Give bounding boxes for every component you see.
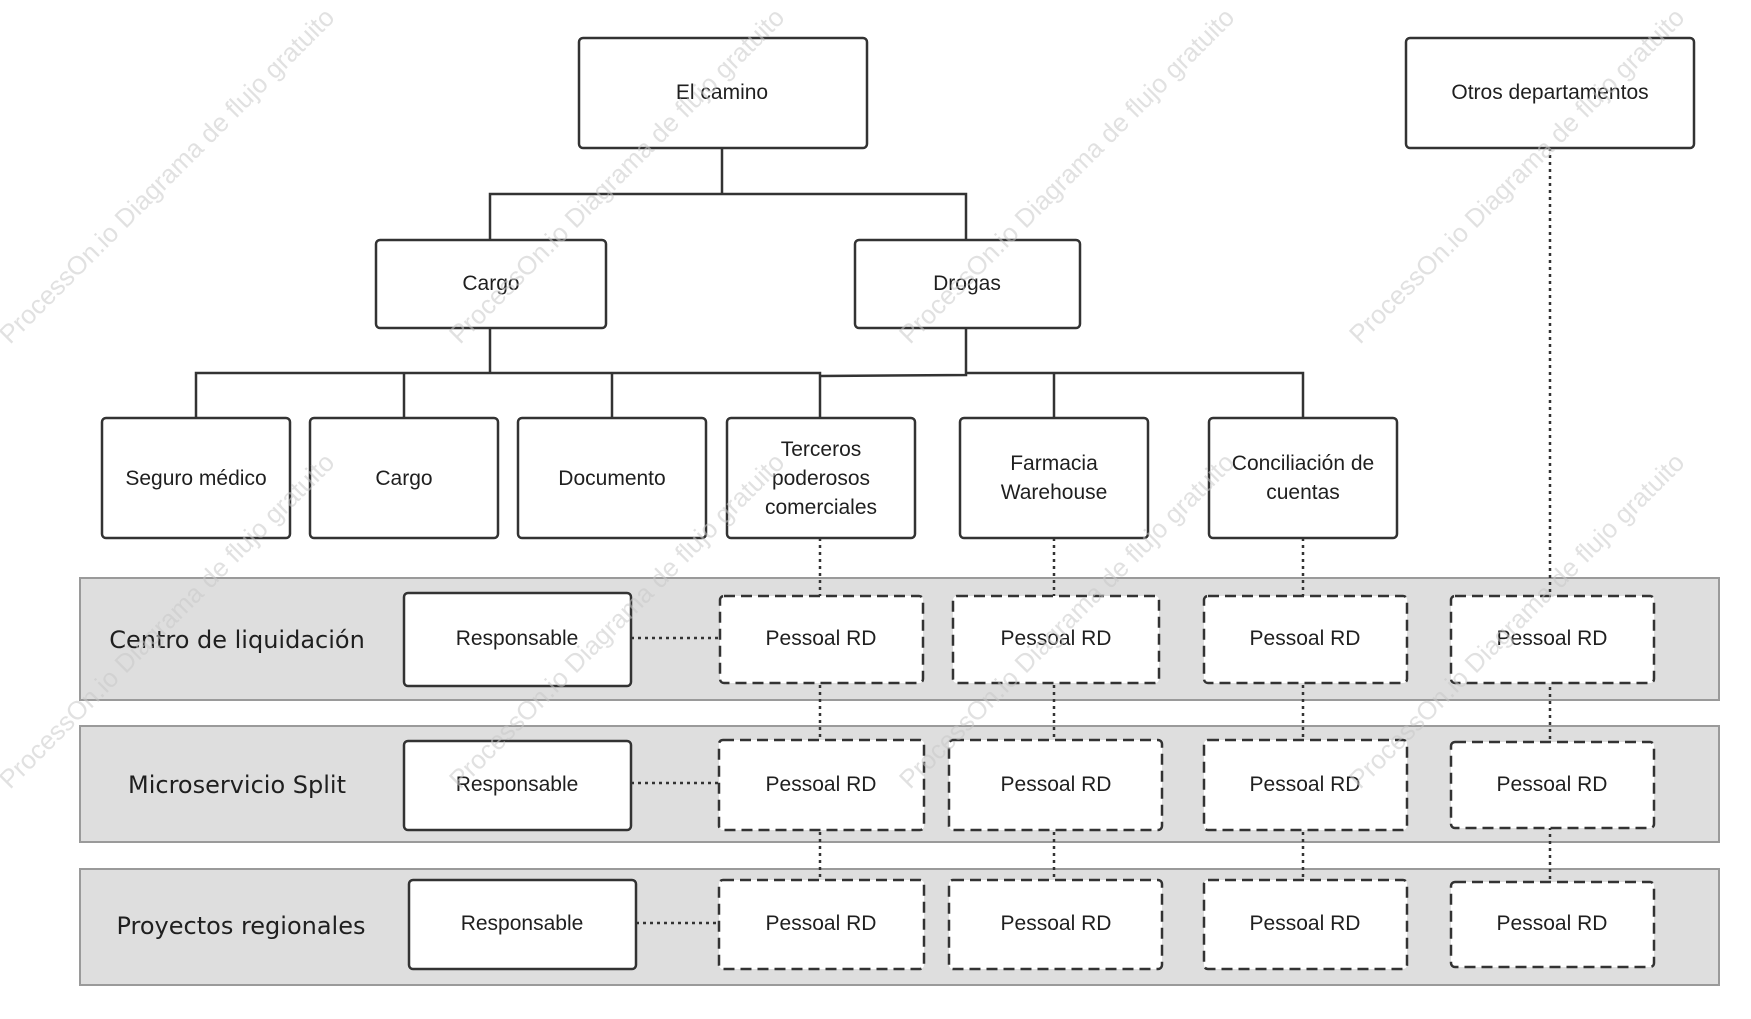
node-documento-label: Documento xyxy=(558,467,665,490)
staff-label: Pessoal RD xyxy=(1001,773,1112,796)
node-cargo-level2[interactable]: Cargo xyxy=(374,238,608,330)
staff-box[interactable]: Pessoal RD xyxy=(947,738,1164,832)
lane-proyectos: Proyectos regionales Responsable Pessoal… xyxy=(116,878,1656,971)
node-conciliacion[interactable]: Conciliación de cuentas xyxy=(1207,416,1399,540)
staff-box[interactable]: Pessoal RD xyxy=(1202,738,1409,832)
staff-box[interactable]: Pessoal RD xyxy=(951,594,1161,685)
tree-connectors xyxy=(194,148,1305,418)
staff-box[interactable]: Pessoal RD xyxy=(947,878,1164,971)
node-el-camino[interactable]: El camino xyxy=(577,36,869,150)
lane-microservicio: Microservicio Split Responsable Pessoal … xyxy=(128,738,1656,832)
staff-label: Pessoal RD xyxy=(766,773,877,796)
node-terceros-line2: poderosos xyxy=(772,467,870,490)
staff-label: Pessoal RD xyxy=(1497,912,1608,935)
node-terceros[interactable]: Terceros poderosos comerciales xyxy=(725,416,917,540)
watermark-text: ProcessOn.io Diagrama de flujo gratuito xyxy=(0,2,340,349)
node-farmacia-line2: Warehouse xyxy=(1001,481,1108,504)
staff-box[interactable]: Pessoal RD xyxy=(718,594,925,685)
connector-cargo-bar xyxy=(194,371,822,418)
owner-box[interactable]: Responsable xyxy=(407,878,638,971)
staff-box[interactable]: Pessoal RD xyxy=(1202,878,1409,971)
node-drogas-label: Drogas xyxy=(933,272,1001,295)
owner-label: Responsable xyxy=(456,773,579,796)
node-cargo-level3[interactable]: Cargo xyxy=(308,416,500,540)
node-otros-label: Otros departamentos xyxy=(1451,81,1648,104)
staff-label: Pessoal RD xyxy=(1250,627,1361,650)
node-terceros-line3: comerciales xyxy=(765,496,877,519)
staff-label: Pessoal RD xyxy=(1001,627,1112,650)
node-terceros-line1: Terceros xyxy=(781,438,862,461)
staff-label: Pessoal RD xyxy=(766,627,877,650)
connector-level2-bar xyxy=(488,192,968,240)
staff-box[interactable]: Pessoal RD xyxy=(1449,740,1656,830)
node-farmacia-warehouse[interactable]: Farmacia Warehouse xyxy=(958,416,1150,540)
connector-drogas-down xyxy=(819,328,968,378)
owner-box[interactable]: Responsable xyxy=(402,591,633,688)
staff-box[interactable]: Pessoal RD xyxy=(1449,594,1656,685)
lane-centro: Centro de liquidación Responsable Pessoa… xyxy=(109,591,1656,688)
staff-box[interactable]: Pessoal RD xyxy=(717,878,926,971)
node-farmacia-line1: Farmacia xyxy=(1010,452,1098,475)
node-cargo-level2-label: Cargo xyxy=(462,272,519,295)
owner-label: Responsable xyxy=(456,627,579,650)
node-seguro-medico[interactable]: Seguro médico xyxy=(100,416,292,540)
staff-label: Pessoal RD xyxy=(766,912,877,935)
staff-label: Pessoal RD xyxy=(1497,627,1608,650)
owner-box[interactable]: Responsable xyxy=(402,739,633,832)
node-otros-departamentos[interactable]: Otros departamentos xyxy=(1404,36,1696,150)
node-conciliacion-line2: cuentas xyxy=(1266,481,1340,504)
node-el-camino-label: El camino xyxy=(676,81,768,104)
node-drogas[interactable]: Drogas xyxy=(853,238,1082,330)
connector-drogas-bar xyxy=(966,371,1305,418)
node-conciliacion-line1: Conciliación de xyxy=(1232,452,1374,475)
staff-box[interactable]: Pessoal RD xyxy=(717,738,926,832)
node-cargo-level3-label: Cargo xyxy=(375,467,432,490)
lane-label: Proyectos regionales xyxy=(116,912,365,940)
staff-label: Pessoal RD xyxy=(1497,773,1608,796)
staff-label: Pessoal RD xyxy=(1001,912,1112,935)
lane-label: Microservicio Split xyxy=(128,771,346,799)
node-documento[interactable]: Documento xyxy=(516,416,708,540)
staff-label: Pessoal RD xyxy=(1250,773,1361,796)
lane-label: Centro de liquidación xyxy=(109,626,365,654)
staff-box[interactable]: Pessoal RD xyxy=(1202,594,1409,685)
staff-box[interactable]: Pessoal RD xyxy=(1449,880,1656,969)
staff-label: Pessoal RD xyxy=(1250,912,1361,935)
node-seguro-label: Seguro médico xyxy=(125,467,266,490)
owner-label: Responsable xyxy=(461,912,584,935)
